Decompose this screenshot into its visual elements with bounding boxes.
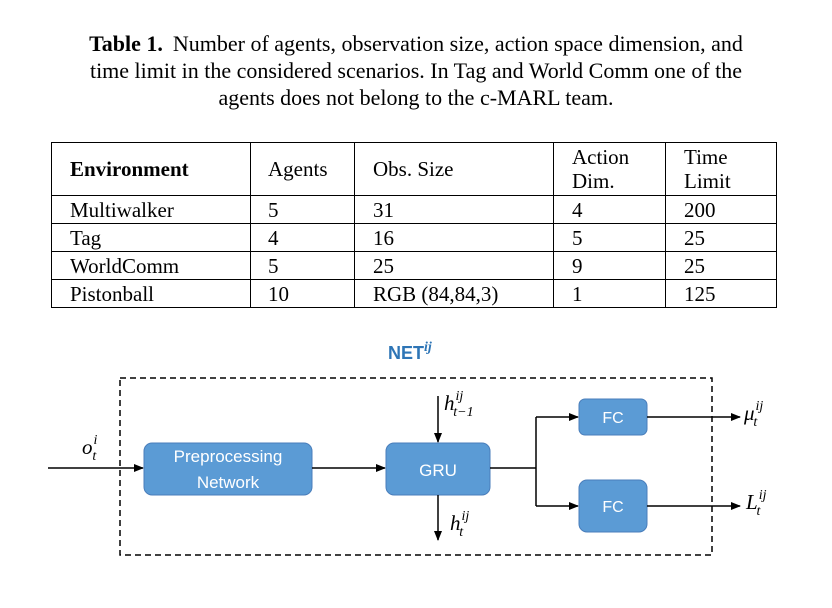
cell-agents: 5 bbox=[250, 195, 355, 224]
gru-label: GRU bbox=[419, 461, 457, 480]
cell-agents: 10 bbox=[250, 279, 355, 308]
header-agents: Agents bbox=[250, 142, 355, 196]
cell-action-dim: 9 bbox=[553, 251, 666, 280]
table-row: Tag 4 16 5 25 bbox=[51, 223, 777, 252]
diagram-title-main: NET bbox=[388, 343, 424, 363]
preprocessing-label-2: Network bbox=[197, 473, 260, 492]
cell-time-limit: 125 bbox=[665, 279, 777, 308]
cell-environment: Multiwalker bbox=[51, 195, 251, 224]
net-boundary bbox=[119, 377, 713, 556]
cell-action-dim: 4 bbox=[553, 195, 666, 224]
cell-environment: Pistonball bbox=[51, 279, 251, 308]
table-row: Multiwalker 5 31 4 200 bbox=[51, 195, 777, 224]
caption-line-1: Number of agents, observation size, acti… bbox=[172, 31, 743, 56]
cell-obs-size: 16 bbox=[354, 223, 554, 252]
cell-time-limit: 200 bbox=[665, 195, 777, 224]
table-row: WorldComm 5 25 9 25 bbox=[51, 251, 777, 280]
cell-environment: WorldComm bbox=[51, 251, 251, 280]
caption-label: Table 1. bbox=[89, 31, 163, 56]
preprocessing-block bbox=[143, 442, 313, 496]
cell-action-dim: 5 bbox=[553, 223, 666, 252]
cell-time-limit: 25 bbox=[665, 251, 777, 280]
cell-obs-size: 25 bbox=[354, 251, 554, 280]
caption-line-2: time limit in the considered scenarios. … bbox=[89, 58, 743, 83]
cell-obs-size: RGB (84,84,3) bbox=[354, 279, 554, 308]
table-caption: Table 1. Number of agents, observation si… bbox=[40, 30, 792, 111]
table-row: Pistonball 10 RGB (84,84,3) 1 125 bbox=[51, 279, 777, 308]
cell-action-dim: 1 bbox=[553, 279, 666, 308]
fc-bottom-label: FC bbox=[602, 499, 623, 516]
cell-agents: 4 bbox=[250, 223, 355, 252]
fc-top-label: FC bbox=[602, 410, 623, 427]
caption-line-3: agents does not belong to the c-MARL tea… bbox=[218, 85, 614, 110]
preprocessing-label-1: Preprocessing bbox=[174, 447, 283, 466]
header-environment: Environment bbox=[51, 142, 251, 196]
header-obs-size: Obs. Size bbox=[354, 142, 554, 196]
cell-environment: Tag bbox=[51, 223, 251, 252]
diagram-title: NETij bbox=[388, 340, 432, 363]
cell-time-limit: 25 bbox=[665, 223, 777, 252]
cell-agents: 5 bbox=[250, 251, 355, 280]
cell-obs-size: 31 bbox=[354, 195, 554, 224]
